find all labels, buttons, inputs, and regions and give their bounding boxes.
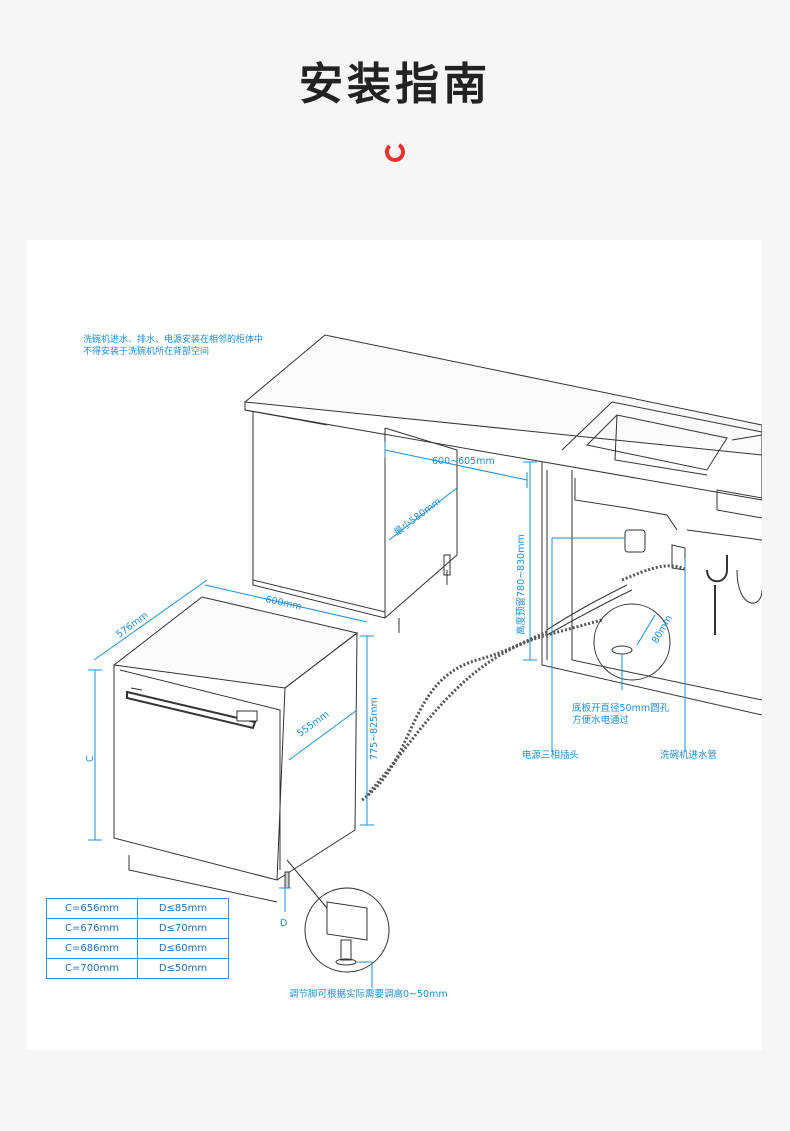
dim-dishwasher-depth: 576mm [114, 610, 150, 640]
table-cell-c: C=656mm [46, 898, 138, 919]
table-cell-d: D≤70mm [137, 918, 229, 939]
hole-label: 底板开直径50mm圆孔 [572, 703, 670, 714]
table-cell-d: D≤50mm [137, 958, 229, 979]
installation-diagram: 600~605mm 最小580mm 高度预留780~830mm 576mm 60… [85, 334, 762, 988]
dim-dishwasher-inner: 555mm [295, 709, 331, 739]
brand-logo-icon [385, 142, 405, 162]
adjustable-foot-label: 调节脚可根据实际需要调高0~50mm [289, 989, 448, 1000]
dim-dishwasher-width: 600mm [264, 594, 302, 612]
table-row: C=686mm D≤60mm [46, 938, 229, 959]
dimension-table: C=656mm D≤85mm C=676mm D≤70mm C=686mm D≤… [46, 898, 229, 979]
table-row: C=700mm D≤50mm [46, 958, 229, 979]
water-inlet-label: 洗碗机进水管 [660, 750, 718, 761]
power-plug-label: 电源三相插头 [522, 750, 580, 761]
table-cell-c: C=700mm [46, 958, 138, 979]
dim-hole-distance: 80mm [650, 613, 675, 645]
dim-dishwasher-height: 775~825mm [369, 697, 380, 760]
install-note-line1: 洗碗机进水、排水、电源安装在相邻的柜体中 [83, 335, 264, 345]
page-title: 安装指南 [299, 59, 491, 110]
table-row: C=676mm D≤70mm [46, 918, 229, 939]
dim-d: D [280, 918, 287, 929]
table-cell-d: D≤60mm [137, 938, 229, 959]
dim-cabinet-width: 600~605mm [432, 456, 495, 467]
hole-label-2: 方便水电通过 [572, 715, 630, 726]
dim-height-reserve: 高度预留780~830mm [515, 534, 527, 635]
dim-c: C [85, 755, 96, 762]
dim-cabinet-depth: 最小580mm [392, 496, 443, 538]
table-row: C=656mm D≤85mm [46, 898, 229, 919]
installation-diagram-panel: 600~605mm 最小580mm 高度预留780~830mm 576mm 60… [27, 240, 762, 1050]
install-note-line2: 不得安装于洗碗机所在背部空间 [83, 347, 210, 357]
table-cell-d: D≤85mm [137, 898, 229, 919]
table-cell-c: C=686mm [46, 938, 138, 959]
table-cell-c: C=676mm [46, 918, 138, 939]
